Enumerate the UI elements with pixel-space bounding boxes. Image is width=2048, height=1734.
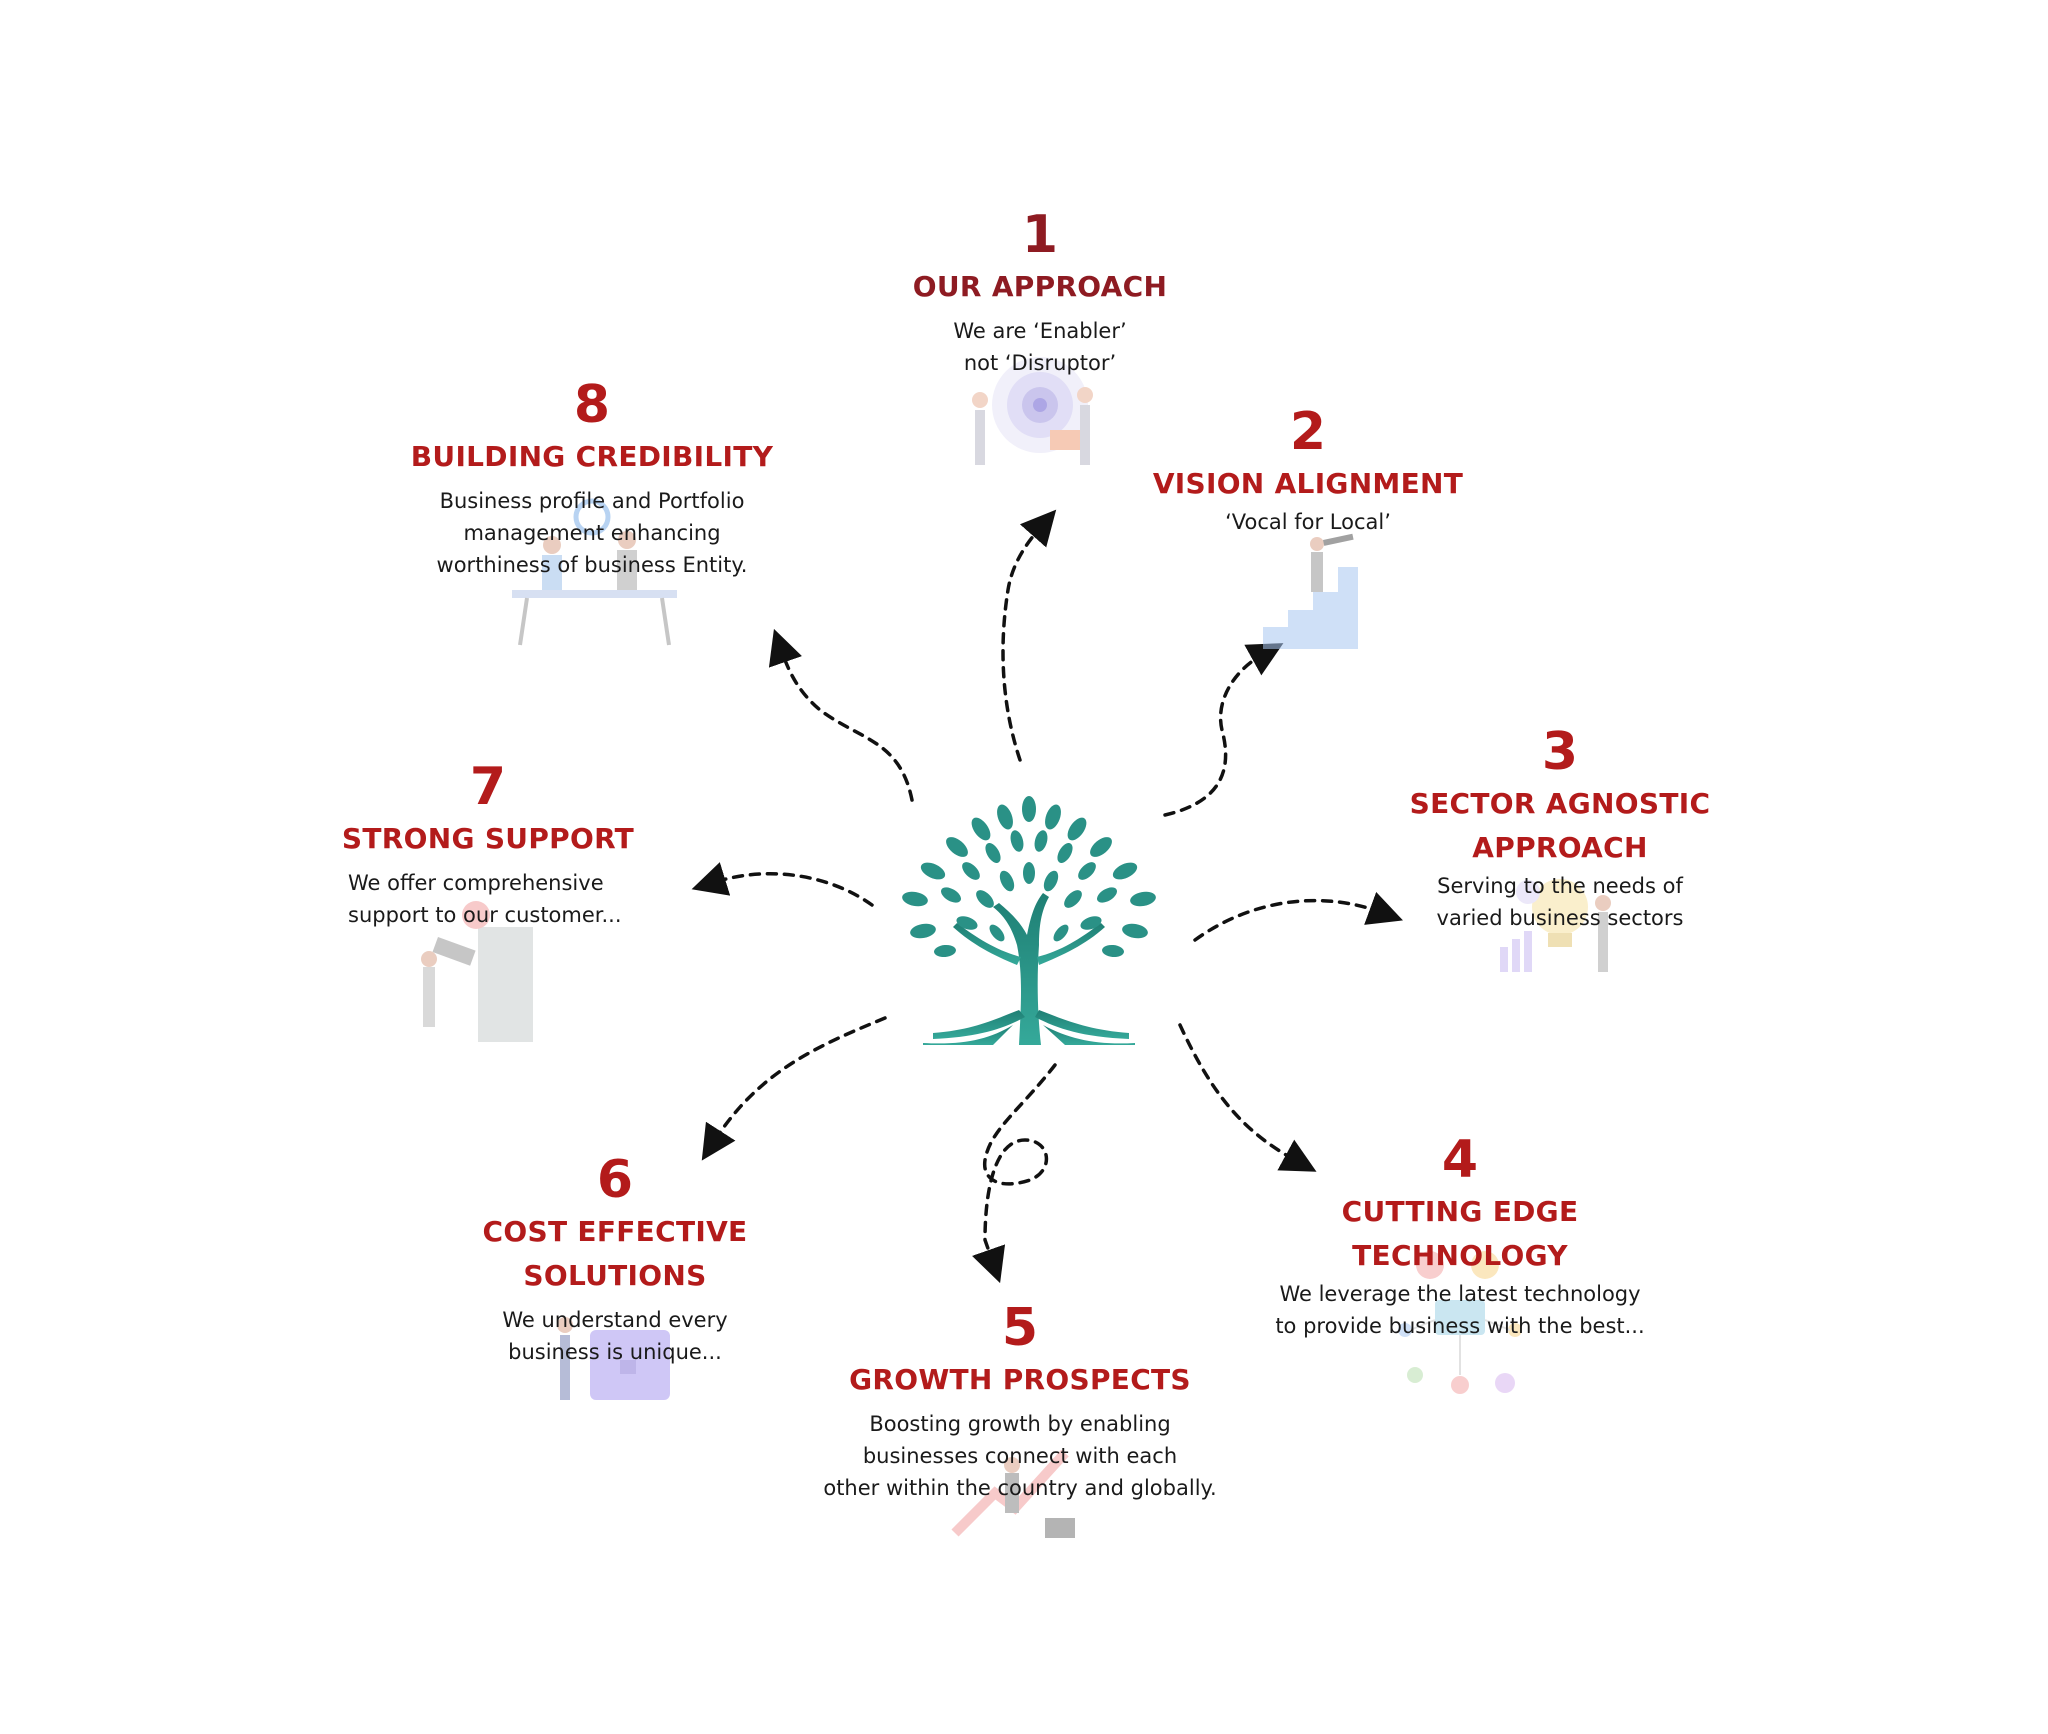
node-number: 6 xyxy=(596,1150,634,1210)
node-number: 5 xyxy=(1001,1298,1039,1358)
node-title: VISION ALIGNMENT xyxy=(1152,467,1464,500)
lightbulb-team-illustration xyxy=(1500,879,1611,972)
arrow-to-node-5 xyxy=(972,1063,1057,1284)
arrow-to-node-7 xyxy=(691,862,874,907)
node-title: STRONG SUPPORT xyxy=(341,822,635,855)
node-strong-support: 7 STRONG SUPPORT We offer comprehensive … xyxy=(268,757,708,1042)
node-description: We understand every business is unique..… xyxy=(502,1308,728,1364)
node-number: 7 xyxy=(469,757,507,817)
node-building-credibility: 8 BUILDING CREDIBILITY Business profile … xyxy=(372,375,812,646)
node-description: We are ‘Enabler’ not ‘Disruptor’ xyxy=(953,319,1127,375)
growth-chart-illustration xyxy=(951,1449,1075,1538)
node-vision-alignment: 2 VISION ALIGNMENT ‘Vocal for Local’ xyxy=(1088,402,1528,649)
arrow-to-node-8 xyxy=(768,628,914,802)
node-number: 3 xyxy=(1541,722,1579,782)
node-title: OUR APPROACH xyxy=(912,270,1168,303)
desk-team-illustration xyxy=(512,498,677,646)
node-title: COST EFFECTIVE SOLUTIONS xyxy=(482,1215,748,1292)
node-description: Business profile and Portfolio managemen… xyxy=(436,489,748,577)
node-description: We leverage the latest technology to pro… xyxy=(1275,1282,1645,1338)
node-cutting-edge-technology: 4 CUTTING EDGE TECHNOLOGY We leverage th… xyxy=(1240,1130,1680,1394)
node-cost-effective-solutions: 6 COST EFFECTIVE SOLUTIONS We understand… xyxy=(395,1150,835,1400)
node-description: Serving to the needs of varied business … xyxy=(1436,874,1684,930)
node-number: 1 xyxy=(1021,205,1059,265)
tech-network-illustration xyxy=(1398,1251,1522,1394)
arrow-to-node-1 xyxy=(1001,509,1057,762)
stairs-telescope-illustration xyxy=(1263,533,1358,649)
node-description: ‘Vocal for Local’ xyxy=(1225,510,1391,534)
node-title: BUILDING CREDIBILITY xyxy=(410,440,774,473)
node-description: Boosting growth by enabling businesses c… xyxy=(823,1412,1217,1500)
node-growth-prospects: 5 GROWTH PROSPECTS Boosting growth by en… xyxy=(800,1298,1240,1538)
tree-logo-icon xyxy=(902,796,1156,1045)
arrow-to-node-6 xyxy=(701,1016,887,1161)
target-team-illustration xyxy=(972,357,1093,465)
node-number: 2 xyxy=(1289,402,1327,462)
box-person-illustration xyxy=(557,1317,670,1400)
node-number: 8 xyxy=(573,375,611,435)
support-person-illustration xyxy=(421,901,533,1042)
node-title: CUTTING EDGE TECHNOLOGY xyxy=(1341,1195,1579,1272)
node-sector-agnostic: 3 SECTOR AGNOSTIC APPROACH Serving to th… xyxy=(1340,722,1780,972)
node-number: 4 xyxy=(1441,1130,1479,1190)
arrow-to-node-4 xyxy=(1178,1023,1317,1172)
node-title: SECTOR AGNOSTIC APPROACH xyxy=(1409,787,1711,864)
node-description: We offer comprehensive support to our cu… xyxy=(348,871,622,927)
arrow-to-node-2 xyxy=(1163,643,1284,817)
node-our-approach: 1 OUR APPROACH We are ‘Enabler’ not ‘Dis… xyxy=(820,205,1260,465)
arrow-to-node-3 xyxy=(1193,891,1404,942)
node-title: GROWTH PROSPECTS xyxy=(849,1363,1191,1396)
